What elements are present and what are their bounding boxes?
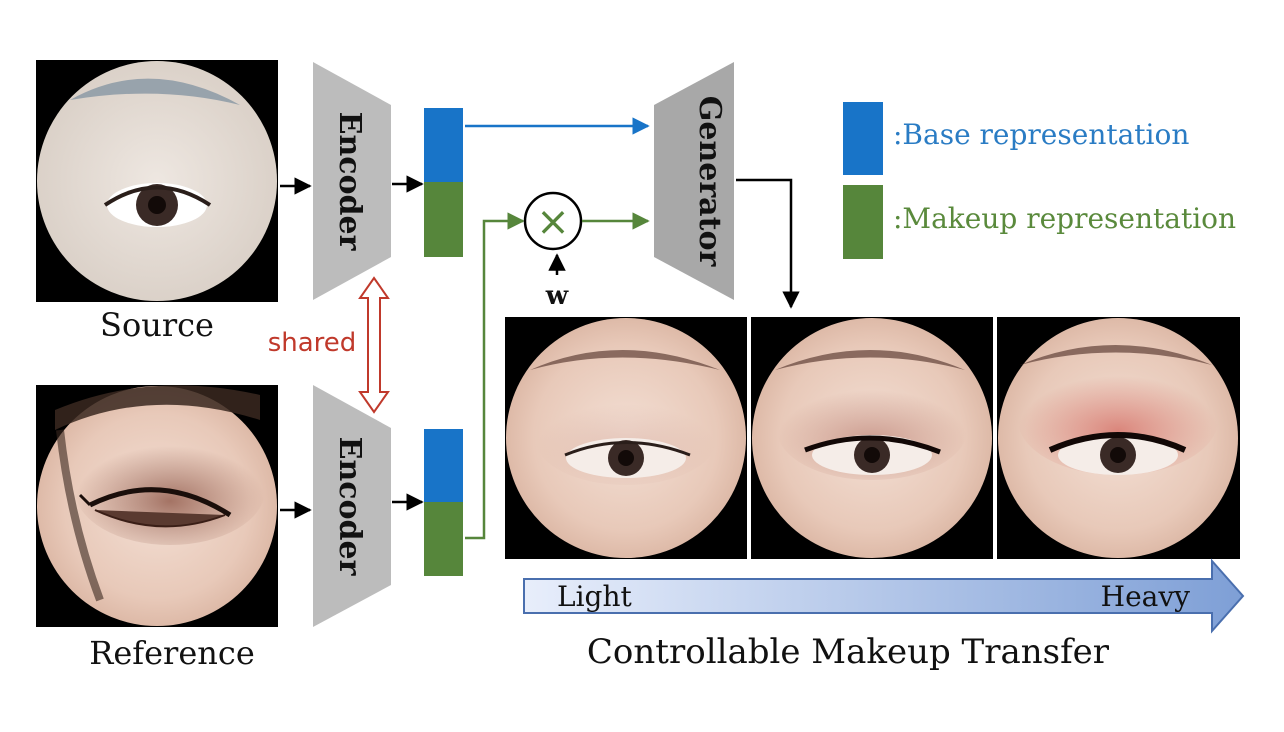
heavy-label: Heavy bbox=[1101, 580, 1191, 613]
legend-base-swatch bbox=[843, 102, 883, 175]
encoder-bottom-label: Encoder bbox=[332, 437, 367, 577]
multiply-node bbox=[523, 191, 583, 251]
shared-label: shared bbox=[268, 328, 357, 358]
caption-label: Controllable Makeup Transfer bbox=[587, 632, 1110, 672]
intensity-gradient-arrow bbox=[523, 558, 1245, 634]
source-base-representation bbox=[424, 108, 463, 182]
encoder-bottom-block bbox=[313, 385, 391, 627]
multiply-icon: × bbox=[536, 199, 570, 245]
makeup-to-multiply-arrow bbox=[465, 212, 525, 540]
generator-output-arrow bbox=[736, 178, 800, 309]
reference-makeup-representation bbox=[424, 502, 463, 576]
output-eye-heavy-image bbox=[997, 317, 1240, 559]
legend-makeup-swatch bbox=[843, 185, 883, 259]
source-label: Source bbox=[100, 306, 214, 344]
light-label: Light bbox=[557, 580, 633, 613]
output-eye-medium-image bbox=[751, 317, 993, 559]
generator-label: Generator bbox=[692, 96, 727, 268]
reference-label: Reference bbox=[89, 634, 255, 672]
shared-double-arrow bbox=[358, 276, 390, 414]
source-makeup-representation bbox=[424, 182, 463, 257]
legend-base-label: :Base representation bbox=[893, 118, 1189, 151]
encoder-top-block bbox=[313, 62, 391, 300]
generator-block bbox=[654, 62, 734, 300]
output-eye-light-image bbox=[505, 317, 747, 559]
source-eye-image bbox=[36, 60, 278, 302]
weight-label: w bbox=[545, 281, 569, 311]
reference-eye-image bbox=[36, 385, 278, 627]
reference-base-representation bbox=[424, 429, 463, 502]
encoder-top-label: Encoder bbox=[332, 112, 367, 252]
legend-makeup-label: :Makeup representation bbox=[893, 202, 1236, 235]
